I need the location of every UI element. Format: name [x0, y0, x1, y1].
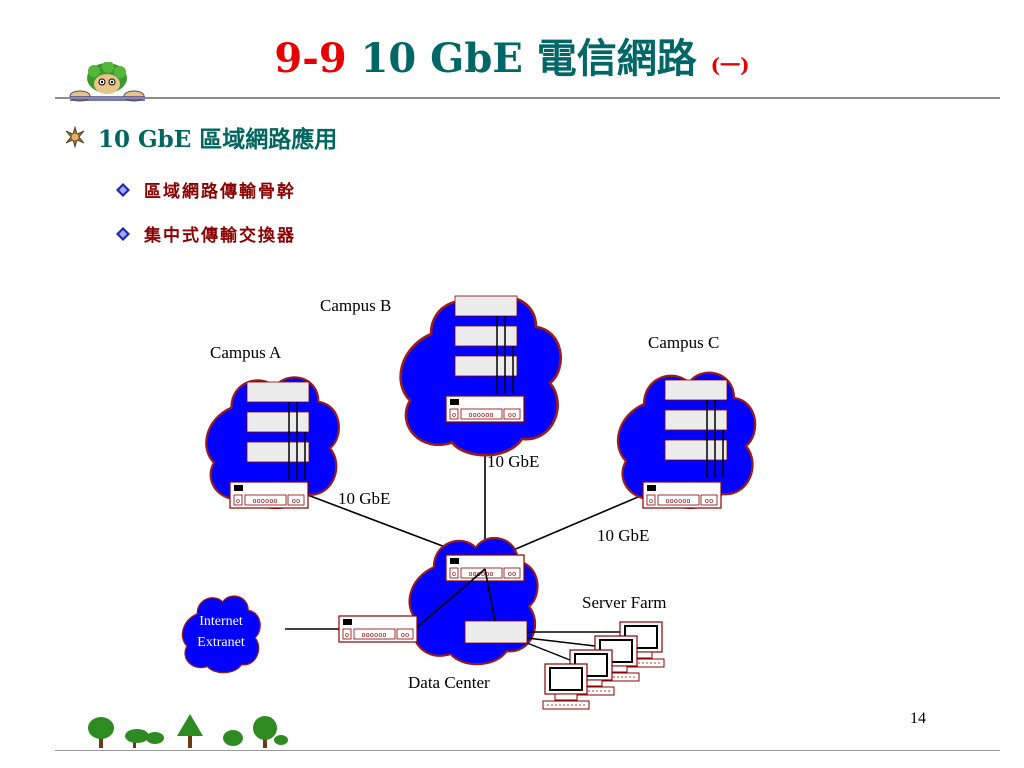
campus-b-cloud: [399, 295, 563, 457]
star-bullet-icon: [65, 126, 85, 148]
main-bullet: 10 GbE 區域網路應用: [64, 120, 337, 154]
main-bullet-text: 10 GbE 區域網路應用: [98, 126, 338, 153]
edge-switch: [338, 615, 418, 643]
link-c-label: 10 GbE: [597, 526, 649, 545]
tree-icon: [177, 714, 203, 748]
diamond-bullet-icon: [116, 182, 130, 197]
server-farm-label: Server Farm: [582, 593, 667, 612]
tree-icon: [223, 730, 243, 746]
title-sub: (一): [710, 53, 750, 77]
tree-icon: [125, 729, 164, 748]
data-center-label: Data Center: [408, 673, 490, 692]
page-number: 14: [910, 710, 926, 727]
slide-title: 9-9 10 GbE 電信網路 (一): [0, 26, 1024, 84]
top-divider: [55, 97, 1000, 99]
server-farm-computers: [526, 621, 665, 710]
sub-bullet-text: 集中式傳輸交換器: [144, 226, 296, 246]
campus-a-label: Campus A: [210, 343, 282, 362]
sub-bullet-item: 區域網路傳輸骨幹: [116, 177, 296, 202]
campus-a-cloud: [204, 375, 341, 510]
data-center-cloud: [408, 536, 539, 666]
link-b-label: 10 GbE: [487, 452, 539, 471]
tree-icon: [88, 717, 114, 748]
diamond-bullet-icon: [116, 226, 130, 241]
campus-c-label: Campus C: [648, 333, 719, 352]
link-a-label: 10 GbE: [338, 489, 390, 508]
decorative-trees: [88, 714, 288, 748]
sub-bullet-text: 區域網路傳輸骨幹: [144, 182, 296, 202]
title-main: 10 GbE 電信網路: [360, 35, 697, 82]
title-number: 9-9: [274, 35, 347, 82]
campus-c-cloud: [616, 371, 757, 510]
server-pc: [542, 663, 590, 710]
bottom-divider: [55, 750, 1000, 751]
campus-b-label: Campus B: [320, 296, 391, 315]
sub-bullet-item: 集中式傳輸交換器: [116, 221, 296, 246]
internet-label: Internet: [199, 614, 243, 629]
tree-icon: [253, 716, 288, 748]
extranet-label: Extranet: [197, 635, 245, 650]
